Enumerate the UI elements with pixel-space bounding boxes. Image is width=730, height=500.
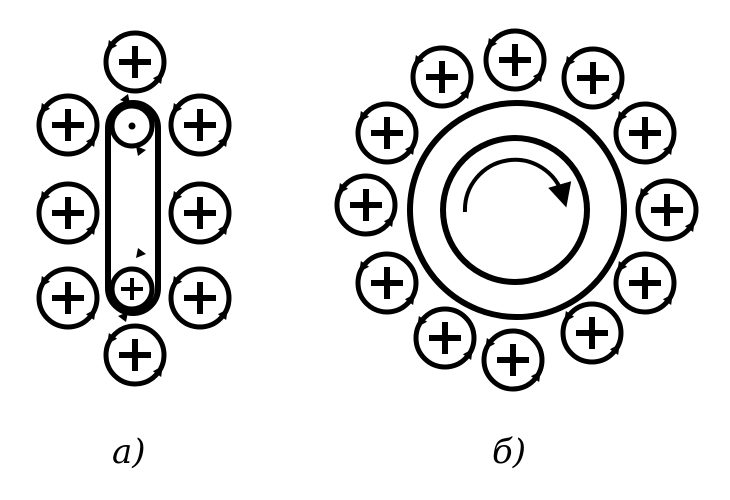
arrowhead-icon (338, 183, 349, 195)
arrowhead-icon (107, 333, 118, 345)
plus-icon (184, 109, 216, 141)
charge-circle (355, 101, 419, 165)
plus-icon (121, 278, 143, 300)
plus-icon (52, 282, 84, 314)
arrowhead-icon (40, 191, 51, 203)
arrowhead-icon (40, 103, 51, 115)
arrowhead-icon (485, 338, 496, 350)
charge-circle (334, 173, 398, 237)
charge-circle (36, 181, 100, 245)
plus-icon (371, 267, 403, 299)
label-a: а) (112, 432, 146, 472)
charge-circle (103, 323, 167, 387)
arrowhead-icon (85, 308, 96, 320)
charge-circle (36, 93, 100, 157)
plus-icon (629, 267, 661, 299)
arrowhead-icon (85, 135, 96, 147)
charge-circle (103, 30, 167, 94)
arrowhead-icon (40, 276, 51, 288)
charge-circle (483, 28, 547, 92)
charge-circle (560, 301, 624, 365)
arrowhead-icon (172, 103, 183, 115)
arrowhead-icon (217, 308, 228, 320)
arrowhead-icon (152, 72, 163, 84)
charge-circle (168, 266, 232, 330)
dot-icon (128, 122, 136, 130)
arrowhead-icon (462, 348, 473, 360)
arrowhead-icon (172, 191, 183, 203)
plus-icon (651, 194, 683, 226)
arrowhead-icon (564, 311, 575, 323)
arrowhead-icon (217, 223, 228, 235)
charge-circle (410, 45, 474, 109)
plus-icon (184, 197, 216, 229)
arrowhead-icon (609, 343, 620, 355)
arrowhead-icon (639, 188, 650, 200)
arrowhead-icon (532, 70, 543, 82)
charge-circle (355, 251, 419, 315)
inner-ring (440, 135, 590, 285)
charge-circle (613, 101, 677, 165)
arrowhead-icon (359, 111, 370, 123)
arrowhead-icon (85, 223, 96, 235)
arrowhead-icon (684, 220, 695, 232)
arrowhead-icon (417, 316, 428, 328)
arrowhead-icon (617, 111, 628, 123)
plus-icon (119, 46, 151, 78)
arrowhead-icon (172, 276, 183, 288)
charge-circle (613, 251, 677, 315)
arrowhead-icon (383, 215, 394, 227)
charge-circle (168, 93, 232, 157)
plus-icon (497, 344, 529, 376)
arrowhead-icon (662, 293, 673, 305)
plus-icon (371, 117, 403, 149)
arrowhead-icon (459, 87, 470, 99)
plus-icon (629, 117, 661, 149)
plus-icon (119, 339, 151, 371)
plus-icon (429, 322, 461, 354)
plus-icon (350, 189, 382, 221)
outer-ring (407, 100, 627, 320)
arrowhead-icon (404, 293, 415, 305)
arrowhead-icon (617, 261, 628, 273)
charge-circle (413, 306, 477, 370)
plus-icon (184, 282, 216, 314)
charge-circle (481, 328, 545, 392)
arrowhead-icon (610, 88, 621, 100)
plus-icon (426, 61, 458, 93)
arrowhead-icon (487, 38, 498, 50)
arrowhead-icon (107, 40, 118, 52)
label-b: б) (492, 432, 527, 472)
plus-icon (576, 317, 608, 349)
arrowhead-icon (152, 365, 163, 377)
charge-circle (36, 266, 100, 330)
arrowhead-icon (662, 143, 673, 155)
arrowheads (118, 94, 146, 322)
arrowhead-icon (359, 261, 370, 273)
arrowhead-icon (565, 56, 576, 68)
conductor-slot (105, 100, 161, 316)
plus-icon (499, 44, 531, 76)
diagram-a (36, 30, 232, 387)
charge-circle (561, 46, 625, 110)
plus-icon (52, 109, 84, 141)
charge-circle (635, 178, 699, 242)
plus-icon (577, 62, 609, 94)
arrowhead-icon (414, 55, 425, 67)
charge-circle (168, 181, 232, 245)
arrowhead-icon (217, 135, 228, 147)
arrowhead-icon (404, 143, 415, 155)
rotation-arrow-icon (462, 157, 572, 213)
plus-icon (52, 197, 84, 229)
diagram-b (334, 28, 699, 392)
arrowhead-icon (530, 370, 541, 382)
